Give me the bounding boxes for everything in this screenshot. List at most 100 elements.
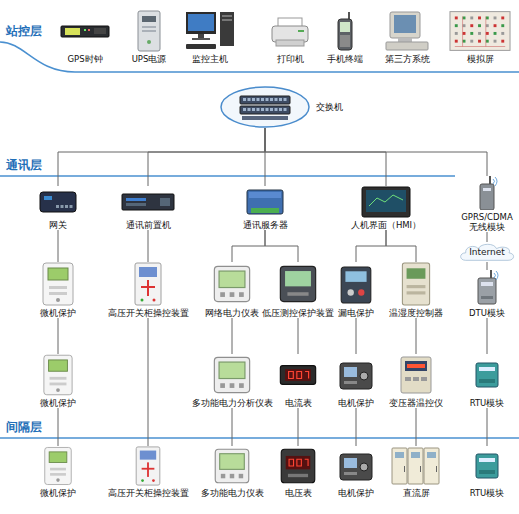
icon-part <box>289 371 309 378</box>
device-icon <box>398 262 434 306</box>
icon-part <box>284 98 287 101</box>
icon-part <box>395 452 404 458</box>
layer-label: 站控层 <box>6 24 42 38</box>
device-label: 网络电力仪表 <box>205 308 259 318</box>
icon-part <box>289 459 308 466</box>
icon-part <box>483 188 491 191</box>
icon-part <box>340 35 350 47</box>
device-label: 多功能电力仪表 <box>201 488 264 498</box>
icon-part <box>478 24 481 27</box>
device-label: 电压表 <box>285 488 312 498</box>
icon-part <box>344 367 357 377</box>
icon-part <box>344 381 357 384</box>
device-icon <box>338 446 374 486</box>
icon-part <box>230 474 234 478</box>
device-icon <box>278 354 318 396</box>
icon-part <box>252 98 255 101</box>
icon-part <box>340 363 372 389</box>
icon-part <box>70 205 73 208</box>
device-node: 网络电力仪表 <box>205 262 259 318</box>
icon-part <box>142 26 156 28</box>
icon-part <box>340 22 350 32</box>
icon-part <box>160 198 170 206</box>
device-node: 电压表 <box>279 446 317 498</box>
device-node: 人机界面（HMI） <box>351 186 421 230</box>
icon-part <box>257 98 260 101</box>
icon-part <box>280 266 315 301</box>
icon-part <box>247 190 283 214</box>
device-node: 电机保护 <box>338 354 374 408</box>
device-icon <box>41 262 75 306</box>
icon-part <box>239 474 243 478</box>
icon-part <box>463 32 466 35</box>
icon-part <box>481 296 493 299</box>
icon-part <box>392 448 407 484</box>
icon-part <box>455 32 458 35</box>
icon-part <box>152 479 155 482</box>
icon-part <box>501 40 504 43</box>
icon-part <box>261 108 264 111</box>
icon-part <box>275 108 278 111</box>
icon-part <box>407 291 426 294</box>
device-node: 微机保护 <box>40 262 76 318</box>
icon-part <box>248 108 251 111</box>
icon-part <box>280 366 315 385</box>
icon-part <box>220 292 225 297</box>
device-icon <box>220 86 310 128</box>
icon-part <box>214 357 249 392</box>
icon-part <box>56 205 59 208</box>
device-label: Internet <box>458 242 516 262</box>
icon-part <box>49 452 67 463</box>
connector <box>298 408 299 446</box>
device-label: 微机保护 <box>40 308 76 318</box>
icon-part <box>142 468 155 470</box>
icon-part <box>186 44 216 49</box>
icon-part <box>61 205 64 208</box>
icon-part <box>436 466 437 472</box>
device-icon <box>470 354 504 396</box>
device-label: 模拟屏 <box>467 54 494 64</box>
icon-part <box>481 282 493 286</box>
icon-part <box>266 98 269 101</box>
connector <box>298 318 299 354</box>
icon-part <box>215 449 249 483</box>
device-icon <box>384 10 430 52</box>
device-label: GPS时钟 <box>67 54 102 64</box>
device-icon <box>338 262 374 306</box>
icon-part <box>153 299 156 302</box>
icon-part <box>49 360 68 371</box>
icon-part <box>261 98 264 101</box>
icon-part <box>214 266 249 301</box>
device-icon <box>136 10 162 52</box>
icon-part <box>494 40 497 43</box>
icon-part <box>390 12 420 38</box>
icon-part <box>287 292 308 296</box>
device-node: GPS时钟 <box>60 10 110 64</box>
icon-part <box>450 12 510 51</box>
device-label: 高压开关柜操控装置 <box>108 488 189 498</box>
icon-part <box>221 474 225 478</box>
icon-part <box>94 28 106 34</box>
icon-part <box>220 454 245 470</box>
icon-part <box>340 454 372 480</box>
icon-part <box>186 12 216 34</box>
icon-part <box>494 16 497 19</box>
device-node: 电机保护 <box>338 446 374 498</box>
icon-part <box>348 289 354 295</box>
icon-part <box>240 96 290 104</box>
icon-part <box>279 98 282 101</box>
icon-part <box>455 24 458 27</box>
device-node: 多功能电力仪表 <box>201 446 264 498</box>
connector <box>386 230 416 262</box>
icon-part <box>407 285 426 288</box>
device-node: 交换机 <box>220 86 343 128</box>
device-icon <box>398 354 434 396</box>
icon-part <box>243 98 246 101</box>
icon-part <box>286 456 311 469</box>
device-icon <box>476 176 498 210</box>
icon-part <box>501 32 504 35</box>
cloud-node: Internet <box>458 242 516 262</box>
icon-part <box>401 357 431 393</box>
